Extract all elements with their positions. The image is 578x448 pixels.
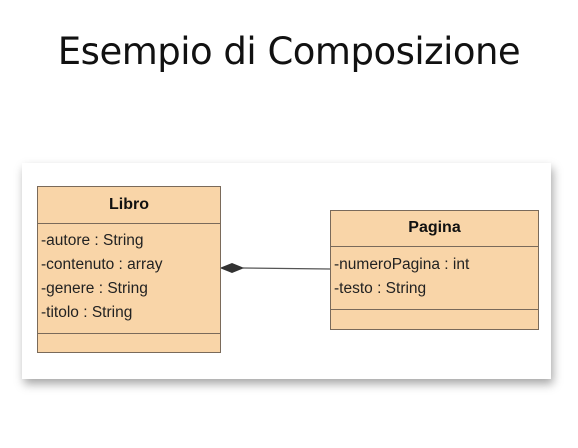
attribute-autore: -autore : String bbox=[41, 232, 144, 249]
composition-line bbox=[242, 267, 331, 270]
composition-connector bbox=[219, 262, 331, 274]
uml-diagram: Libro -autore : String -contenuto : arra… bbox=[22, 163, 551, 379]
slide-title: Esempio di Composizione bbox=[57, 30, 521, 73]
class-libro[interactable]: Libro -autore : String -contenuto : arra… bbox=[37, 186, 221, 353]
attribute-titolo: -titolo : String bbox=[41, 304, 133, 321]
attribute-contenuto: -contenuto : array bbox=[41, 256, 163, 273]
class-pagina[interactable]: Pagina -numeroPagina : int -testo : Stri… bbox=[330, 210, 539, 330]
attribute-genere: -genere : String bbox=[41, 280, 148, 297]
class-name: Pagina bbox=[331, 211, 538, 247]
class-name: Libro bbox=[38, 187, 220, 224]
composition-diamond bbox=[219, 262, 245, 274]
attribute-numeropagina: -numeroPagina : int bbox=[334, 256, 470, 273]
attributes-compartment: -autore : String -contenuto : array -gen… bbox=[38, 224, 220, 334]
operations-compartment bbox=[38, 334, 220, 352]
operations-compartment bbox=[331, 310, 538, 329]
attributes-compartment: -numeroPagina : int -testo : String bbox=[331, 247, 538, 310]
attribute-testo: -testo : String bbox=[334, 280, 427, 297]
